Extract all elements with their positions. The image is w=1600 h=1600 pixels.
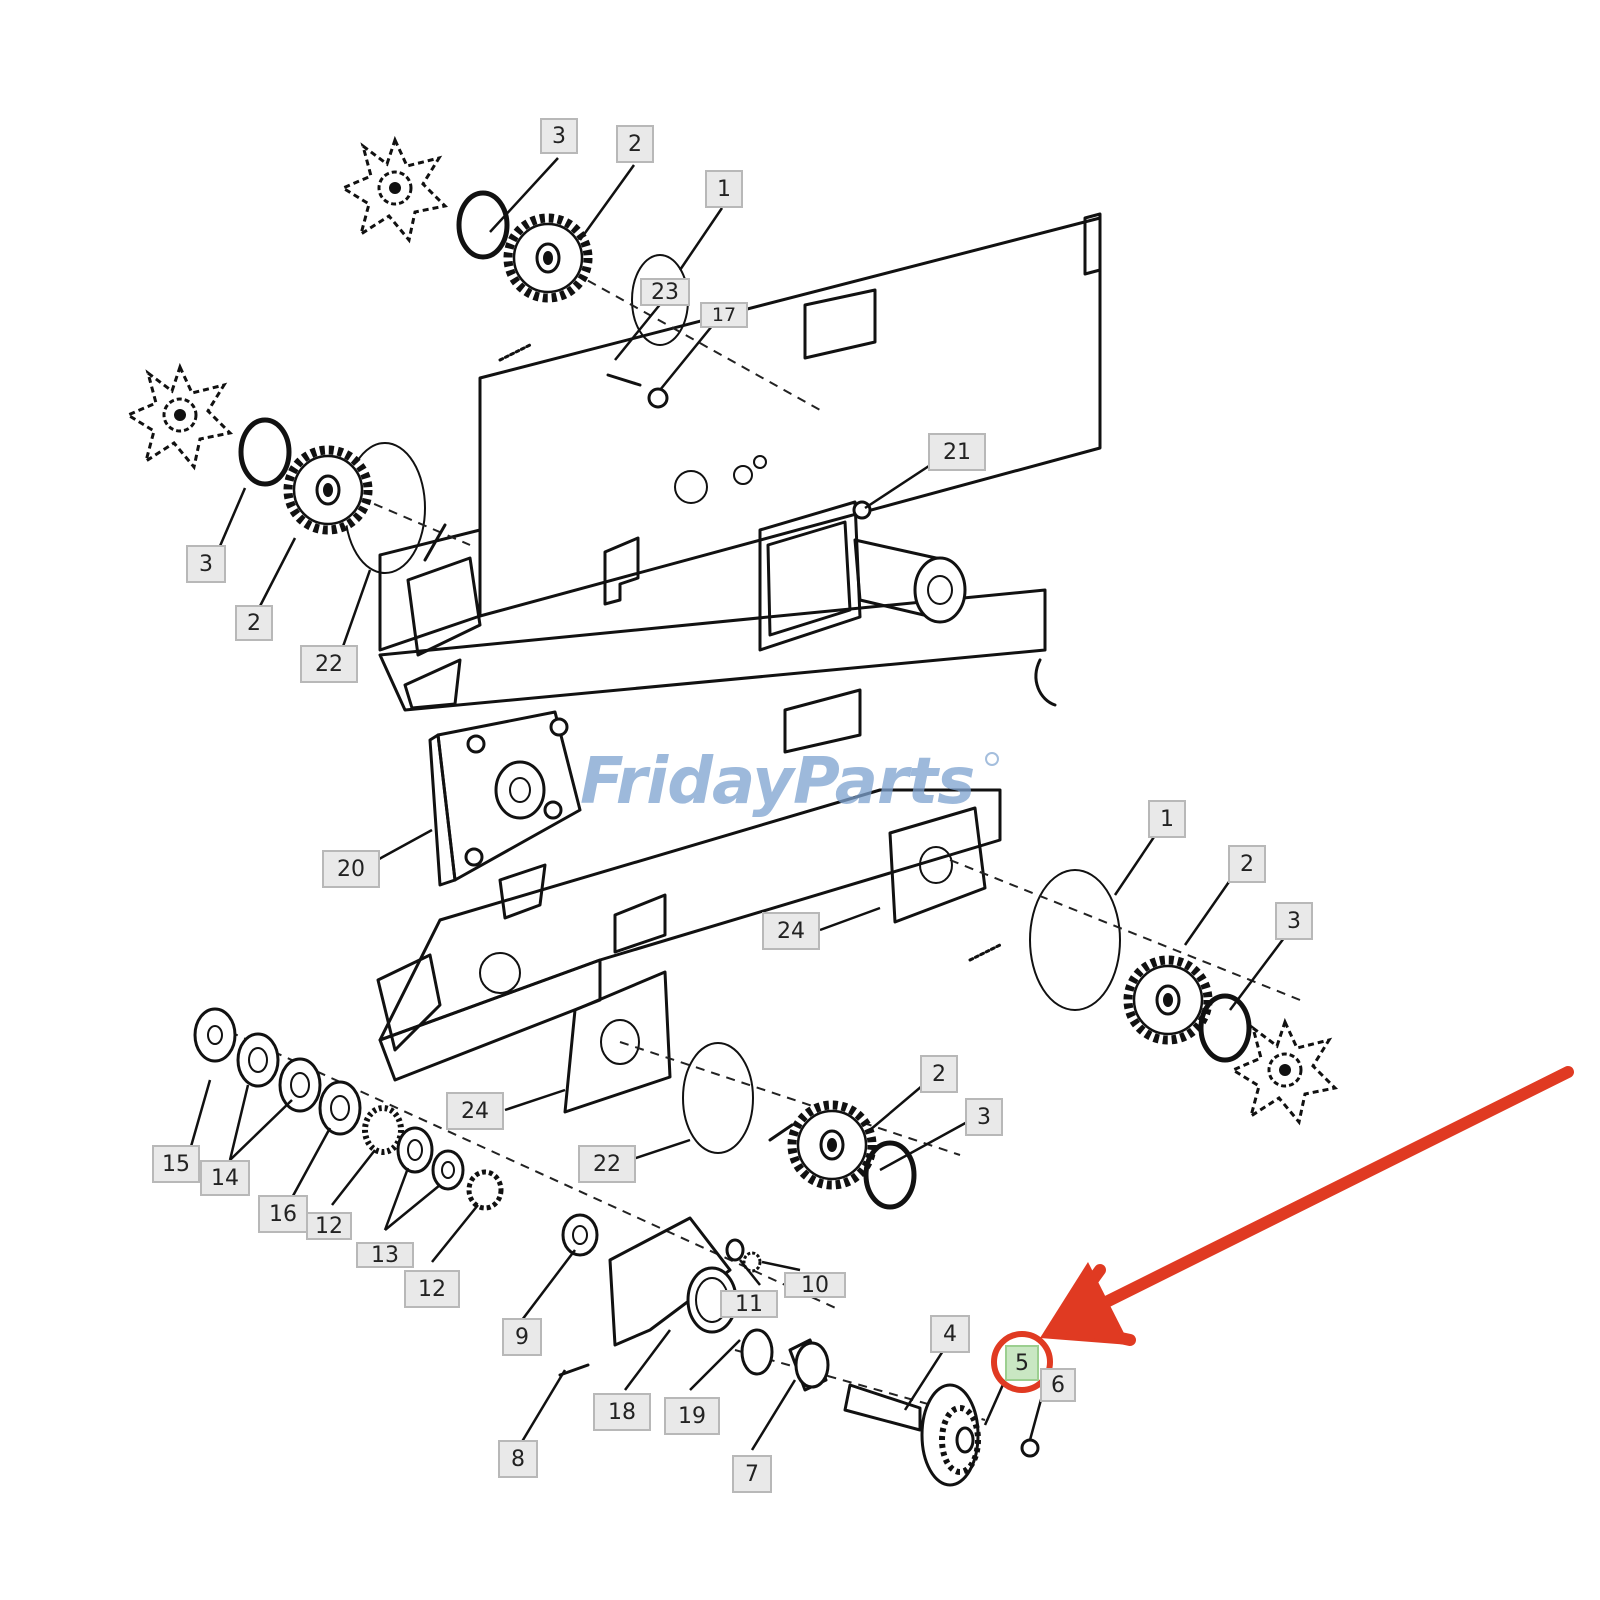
bearing-bracket-18 [558,1213,830,1392]
bolts [423,343,1002,1142]
callout-11[interactable]: 11 [720,1290,778,1318]
callout-13[interactable]: 13 [356,1242,414,1268]
bearing-stack [193,1007,504,1211]
callout-20[interactable]: 20 [322,850,380,888]
callout-23[interactable]: 23 [640,278,690,306]
mounting-plate-24-upper [888,806,987,924]
callout-2-right[interactable]: 2 [1228,845,1266,883]
callout-4[interactable]: 4 [930,1315,970,1353]
chain-22-lower [682,1042,754,1154]
callout-8[interactable]: 8 [498,1440,538,1478]
chain-1-lower [1029,869,1121,1011]
callout-6[interactable]: 6 [1040,1368,1076,1402]
callout-5-highlighted[interactable]: 5 [1005,1345,1039,1381]
callout-17[interactable]: 17 [700,302,748,328]
callout-24-lower[interactable]: 24 [446,1092,504,1130]
sprocket-set-right [1128,960,1337,1124]
registered-mark-icon [985,752,999,766]
gearbox-21 [758,500,967,652]
leader-lines [188,157,1291,1451]
callout-14[interactable]: 14 [200,1160,250,1196]
sprocket-set-lower [792,1105,917,1210]
callout-15[interactable]: 15 [152,1145,200,1183]
callout-3-top[interactable]: 3 [540,118,578,154]
gearbox-20 [428,710,582,887]
watermark-logo: FridayParts [580,745,975,819]
mounting-plate-24-lower [563,970,672,1114]
callout-21[interactable]: 21 [928,433,986,471]
sprocket-set-top [341,138,588,298]
callout-10[interactable]: 10 [784,1272,846,1298]
callout-3-left[interactable]: 3 [186,545,226,583]
callout-12-lower[interactable]: 12 [404,1270,460,1308]
upper-chain-case [378,212,1102,712]
callout-16[interactable]: 16 [258,1195,308,1233]
red-callout-arrow [991,1066,1574,1393]
callout-1-top[interactable]: 1 [705,170,743,208]
callout-1-right[interactable]: 1 [1148,800,1186,838]
callout-9[interactable]: 9 [502,1318,542,1356]
callout-24-upper[interactable]: 24 [762,912,820,950]
callout-18[interactable]: 18 [593,1393,651,1431]
shaft-4-hub [843,1383,1040,1487]
callout-7[interactable]: 7 [732,1455,772,1493]
callout-3-right[interactable]: 3 [1275,902,1313,940]
sprocket-set-left [126,365,368,530]
callout-12-upper[interactable]: 12 [306,1212,352,1240]
callout-22-lower[interactable]: 22 [578,1145,636,1183]
callout-2-top[interactable]: 2 [616,125,654,163]
callout-22-upper[interactable]: 22 [300,645,358,683]
callout-19[interactable]: 19 [664,1397,720,1435]
callout-3-lower[interactable]: 3 [965,1098,1003,1136]
callout-2-lower[interactable]: 2 [920,1055,958,1093]
callout-2-left[interactable]: 2 [235,605,273,641]
